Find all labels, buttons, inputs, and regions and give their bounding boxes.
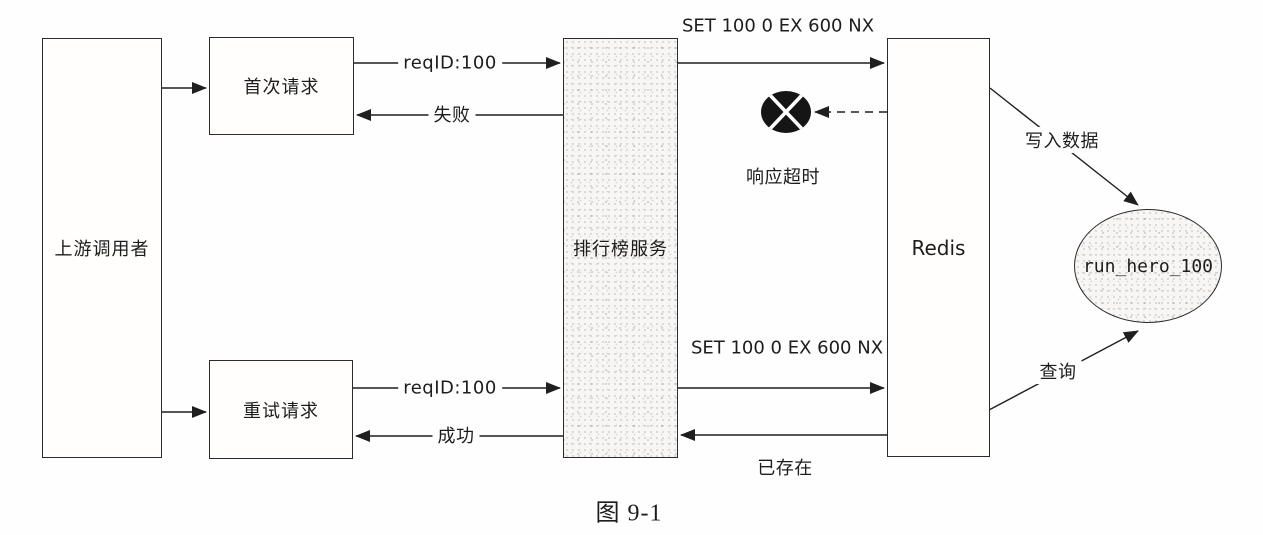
edge-label-reqid-retry: reqID:100 xyxy=(398,377,502,399)
edge-label-already-exists: 已存在 xyxy=(757,458,813,479)
node-redis-key-ellipse: run_hero_100 xyxy=(1074,209,1222,323)
edge-label-write-data: 写入数据 xyxy=(1020,127,1104,153)
edge-label-response-timeout: 响应超时 xyxy=(746,167,820,188)
node-first-request-label: 首次请求 xyxy=(243,77,320,98)
node-redis-label: Redis xyxy=(911,235,966,260)
edge-label-set-command-top: SET 100 0 EX 600 NX xyxy=(681,15,875,37)
node-redis: Redis xyxy=(887,38,990,457)
node-first-request: 首次请求 xyxy=(209,37,354,135)
node-upstream-caller-label: 上游调用者 xyxy=(54,239,150,260)
node-leaderboard-service: 排行榜服务 xyxy=(563,38,678,458)
node-leaderboard-service-label: 排行榜服务 xyxy=(573,239,668,260)
edge-label-reqid-first: reqID:100 xyxy=(398,52,502,74)
node-redis-key-label: run_hero_100 xyxy=(1082,255,1214,277)
edge-label-query: 查询 xyxy=(1034,358,1082,384)
figure-caption: 图 9-1 xyxy=(595,500,663,527)
node-retry-request: 重试请求 xyxy=(209,360,353,459)
node-retry-request-label: 重试请求 xyxy=(243,400,319,422)
node-upstream-caller: 上游调用者 xyxy=(42,38,162,458)
edge-label-success: 成功 xyxy=(432,422,480,448)
edge-label-set-command-bottom: SET 100 0 EX 600 NX xyxy=(690,337,884,359)
timeout-x-icon xyxy=(761,91,811,133)
edge-label-failure: 失败 xyxy=(428,101,476,127)
